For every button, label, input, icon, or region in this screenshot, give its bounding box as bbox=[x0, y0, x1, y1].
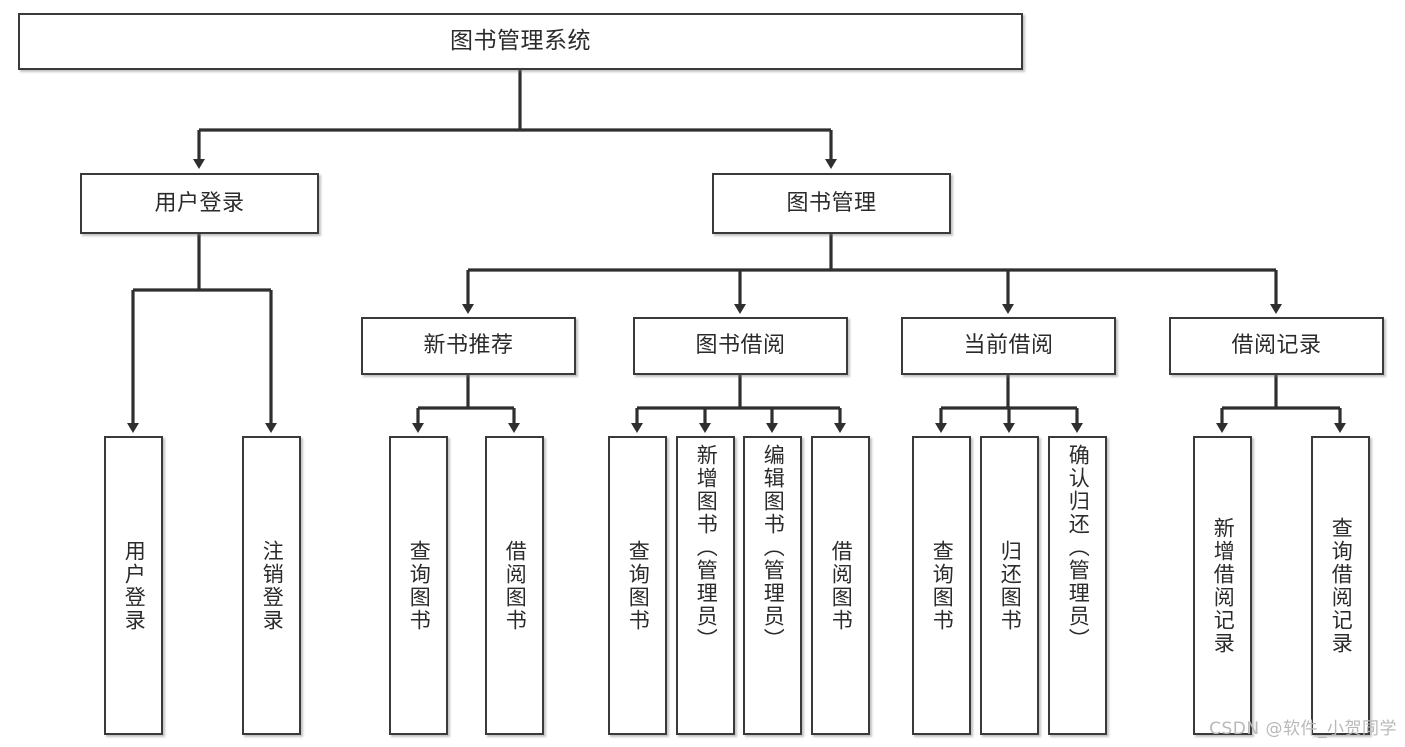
node-label: 确认归还（管理员） bbox=[1066, 444, 1091, 651]
node-label: 查询图书 bbox=[626, 539, 651, 632]
node-leaf-user-login[interactable]: 用户登录 bbox=[104, 436, 163, 735]
node-label: 新增图书（管理员） bbox=[694, 444, 719, 651]
node-leaf-add-borrow-record[interactable]: 新增借阅记录 bbox=[1193, 436, 1252, 735]
node-label: 归还图书 bbox=[998, 539, 1023, 632]
node-leaf-query-book-recommend[interactable]: 查询图书 bbox=[389, 436, 448, 735]
node-label: 查询借阅记录 bbox=[1329, 516, 1354, 655]
node-borrow-record[interactable]: 借阅记录 bbox=[1169, 317, 1384, 375]
node-leaf-borrow-book-recommend[interactable]: 借阅图书 bbox=[485, 436, 544, 735]
node-user-login[interactable]: 用户登录 bbox=[80, 173, 319, 234]
node-leaf-logout[interactable]: 注销登录 bbox=[242, 436, 301, 735]
node-leaf-add-book-admin[interactable]: 新增图书（管理员） bbox=[676, 436, 735, 735]
node-leaf-query-borrow-record[interactable]: 查询借阅记录 bbox=[1311, 436, 1370, 735]
node-label: 借阅图书 bbox=[829, 539, 854, 632]
node-label: 图书管理 bbox=[786, 190, 877, 216]
node-label: 借阅图书 bbox=[503, 539, 528, 632]
node-label: 新书推荐 bbox=[423, 333, 514, 359]
node-leaf-edit-book-admin[interactable]: 编辑图书（管理员） bbox=[743, 436, 802, 735]
node-label: 用户登录 bbox=[122, 539, 147, 632]
node-label: 图书管理系统 bbox=[450, 27, 591, 54]
node-leaf-query-book-current[interactable]: 查询图书 bbox=[912, 436, 971, 735]
node-book-borrow[interactable]: 图书借阅 bbox=[633, 317, 848, 375]
node-label: 当前借阅 bbox=[963, 333, 1054, 359]
node-leaf-confirm-return-admin[interactable]: 确认归还（管理员） bbox=[1048, 436, 1107, 735]
node-label: 注销登录 bbox=[260, 539, 285, 632]
node-label: 用户登录 bbox=[154, 190, 245, 216]
node-current-borrow[interactable]: 当前借阅 bbox=[901, 317, 1116, 375]
node-label: 借阅记录 bbox=[1231, 333, 1322, 359]
node-root-book-management-system[interactable]: 图书管理系统 bbox=[18, 13, 1023, 70]
node-label: 新增借阅记录 bbox=[1211, 516, 1236, 655]
node-label: 查询图书 bbox=[930, 539, 955, 632]
node-label: 图书借阅 bbox=[695, 333, 786, 359]
node-label: 编辑图书（管理员） bbox=[761, 444, 786, 651]
node-leaf-query-book-borrow[interactable]: 查询图书 bbox=[608, 436, 667, 735]
node-leaf-return-book[interactable]: 归还图书 bbox=[980, 436, 1039, 735]
node-leaf-borrow-book[interactable]: 借阅图书 bbox=[811, 436, 870, 735]
node-book-management[interactable]: 图书管理 bbox=[712, 173, 951, 234]
node-new-book-recommendation[interactable]: 新书推荐 bbox=[361, 317, 576, 375]
node-label: 查询图书 bbox=[407, 539, 432, 632]
csdn-watermark: CSDN @软件_小贺同学 bbox=[1209, 719, 1397, 739]
